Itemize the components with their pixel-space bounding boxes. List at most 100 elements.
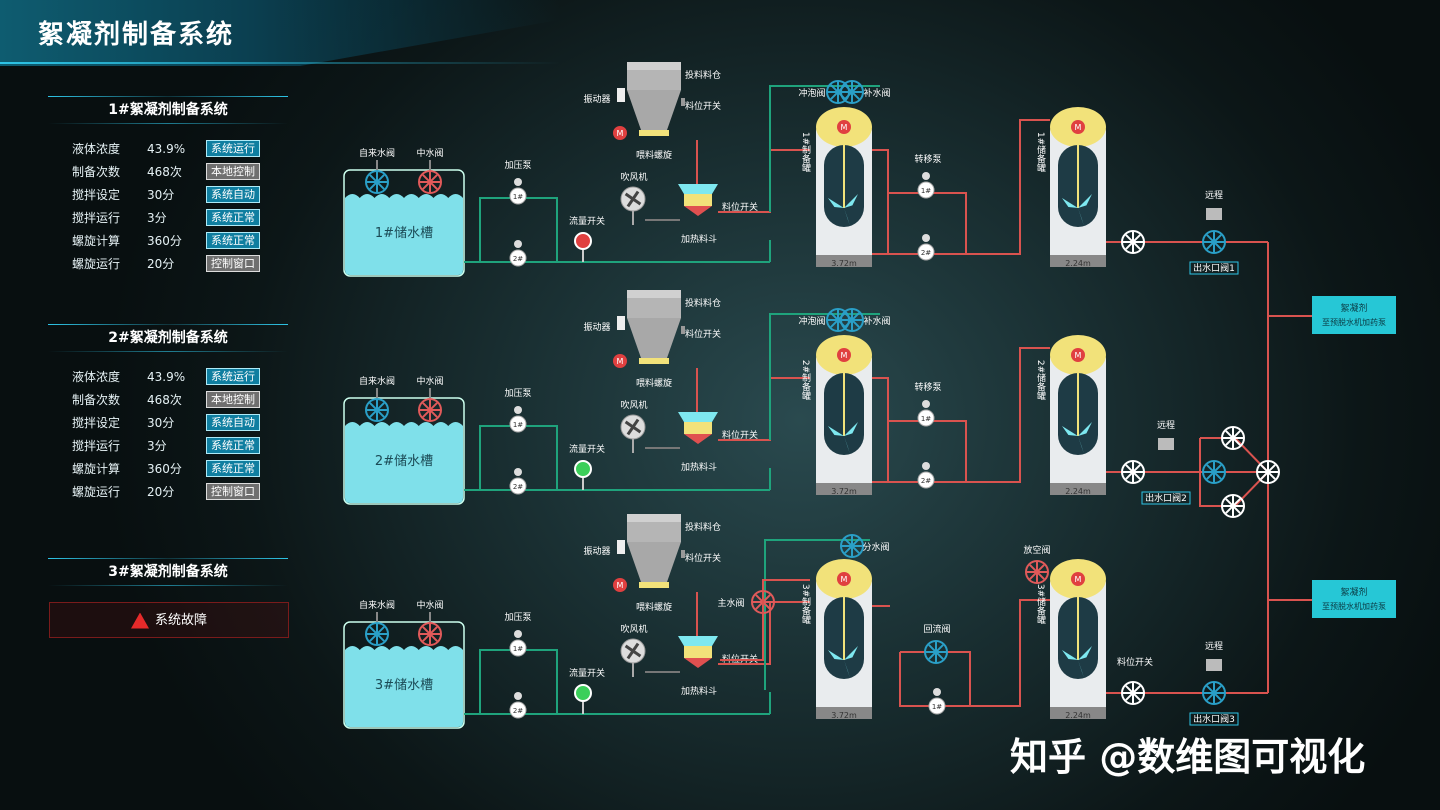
pump[interactable]: 2# [509,240,527,267]
pump-label: 2# [921,477,931,485]
level-switch-icon [681,98,685,106]
valve-spoke [1125,685,1141,701]
pump[interactable]: 1# [509,630,527,657]
midwater-valve[interactable] [418,622,442,646]
bypass-valve[interactable] [1256,460,1280,484]
pump[interactable]: 2# [509,468,527,495]
water-fill [345,646,463,727]
panel-system-1: 1#絮凝剂制备系统 [48,96,288,124]
silo-top [627,290,681,298]
screw-feeder [639,130,669,136]
outlet-valve[interactable] [1202,460,1226,484]
return-valve[interactable] [924,640,948,664]
pump-body [509,187,527,205]
pump[interactable]: 2# [917,462,935,489]
fan-blade [632,649,642,658]
pipe-heat3 [720,579,810,661]
tank-label: 3#储水槽 [375,678,433,693]
storage-tank-base [1050,483,1106,495]
tap-valve[interactable] [365,170,389,194]
outlet-wheel[interactable] [1121,230,1145,254]
vibrator-icon [617,316,625,330]
fault-alarm[interactable]: 系统故障 [49,602,289,638]
valve-icon [1121,230,1145,254]
pump-label: 1# [513,645,523,653]
row-value: 43.9% [147,142,186,156]
tap-valve[interactable] [365,398,389,422]
status-button[interactable]: 系统正常 [206,232,260,249]
makeup-valve[interactable] [840,308,864,332]
outlet-wheel[interactable] [1121,460,1145,484]
valve-icon [840,80,864,104]
fan-blade [632,425,642,434]
remote-actuator [1206,208,1222,220]
status-button[interactable]: 控制窗口 [206,483,260,500]
vibrator-icon [617,540,625,554]
pipe-heat [718,601,810,665]
tap-valve[interactable] [365,622,389,646]
row-value: 360分 [147,462,182,476]
heat-hopper-label: 加热料斗 [681,233,717,245]
status-button[interactable]: 系统自动 [206,186,260,203]
valve-icon [365,398,389,422]
silo-cone [627,90,681,130]
flow-switch-indicator [574,460,592,478]
pump[interactable]: 1# [917,400,935,427]
status-button[interactable]: 系统正常 [206,437,260,454]
prep-tank-base [816,483,872,495]
row-label: 搅拌运行 [72,211,121,225]
pump-icon [922,400,930,408]
status-button[interactable]: 系统运行 [206,140,260,157]
status-button[interactable]: 系统正常 [206,209,260,226]
makeup-valve-label: 补水阀 [863,315,890,327]
level-switch-label: 料位开关 [685,100,721,112]
valve-spoke [1029,564,1045,580]
booster-pump-label: 加压泵 [504,160,531,171]
midwater-valve[interactable] [418,398,442,422]
status-button[interactable]: 本地控制 [206,163,260,180]
status-button[interactable]: 系统正常 [206,460,260,477]
valve-icon [418,398,442,422]
pump[interactable]: 1# [509,178,527,205]
status-button[interactable]: 控制窗口 [206,255,260,272]
fan-blade [631,418,640,428]
vent-valve[interactable] [1025,560,1049,584]
divide-valve[interactable] [840,534,864,558]
prep-tank-base [816,707,872,719]
pump-icon [514,630,522,638]
pump[interactable]: 1# [917,172,935,199]
pump[interactable]: 2# [509,692,527,719]
return-valve-label: 回流阀 [923,623,950,635]
pump[interactable]: 1# [928,688,946,715]
pump[interactable]: 1# [509,406,527,433]
valve-spoke [1225,430,1241,446]
bypass-valve[interactable] [1221,494,1245,518]
pump[interactable]: 2# [917,234,935,261]
outlet-wheel[interactable] [1121,681,1145,705]
status-button[interactable]: 本地控制 [206,391,260,408]
watermark: 知乎 @数维图可视化 [1010,735,1366,779]
outlet-valve[interactable] [1202,681,1226,705]
mixer-blade [1078,646,1092,660]
status-button[interactable]: 系统运行 [206,368,260,385]
heat-hopper-top [678,184,718,194]
hopper-label: 投料料仓 [685,521,721,533]
level-switch-label: 料位开关 [685,328,721,340]
valve-icon [1202,230,1226,254]
bypass-valve[interactable] [1221,426,1245,450]
valve-spoke [369,402,385,418]
valve-spoke [844,538,860,554]
makeup-valve[interactable] [840,80,864,104]
motor-label: M [841,351,848,360]
output-line2: 至预脱水机加药泵 [1322,601,1386,611]
silo-top [627,62,681,70]
motor-icon [613,126,627,140]
outlet-valve[interactable] [1202,230,1226,254]
midwater-valve[interactable] [418,170,442,194]
status-button[interactable]: 系统自动 [206,414,260,431]
pump-label: 2# [513,255,523,263]
row-label: 液体浓度 [72,370,121,384]
hopper-label: 投料料仓 [685,69,721,81]
valve-icon [840,308,864,332]
